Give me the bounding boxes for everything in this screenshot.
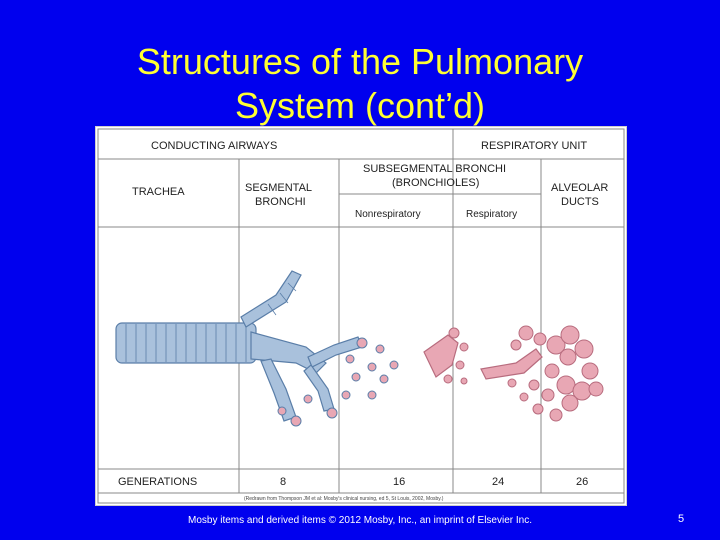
column-subsegmental-label-line-1: SUBSEGMENTAL BRONCHI	[363, 163, 506, 175]
figure-credit: (Redrawn from Thompson JM et al: Mosby's…	[244, 496, 444, 502]
trachea-rings	[125, 324, 247, 362]
generations-label: GENERATIONS	[118, 476, 197, 488]
upper-bronchus-shape	[240, 270, 302, 328]
generation-value-3: 24	[492, 476, 504, 488]
generation-value-1: 8	[280, 476, 286, 488]
header-respiratory-unit: RESPIRATORY UNIT	[481, 140, 587, 152]
table-grid	[97, 128, 625, 504]
respiratory-alveoli	[443, 327, 469, 385]
header-conducting-airways: CONDUCTING AIRWAYS	[151, 140, 277, 152]
slide-title: Structures of the Pulmonary System (cont…	[0, 40, 720, 128]
generation-value-2: 16	[393, 476, 405, 488]
slide-title-line-1: Structures of the Pulmonary	[136, 41, 584, 82]
generation-value-4: 26	[576, 476, 588, 488]
page-number: 5	[678, 513, 685, 525]
subcolumn-nonrespiratory-label: Nonrespiratory	[355, 209, 421, 220]
subcolumn-respiratory-label: Respiratory	[466, 209, 517, 220]
airway-diagram-figure: CONDUCTING AIRWAYS RESPIRATORY UNIT TRAC…	[95, 126, 627, 506]
airway-diagram: CONDUCTING AIRWAYS RESPIRATORY UNIT TRAC…	[97, 128, 625, 504]
column-alveolar-label-line-2: DUCTS	[561, 196, 599, 208]
column-alveolar-label-line-1: ALVEOLAR	[551, 182, 608, 194]
segmental-branch-right	[307, 336, 363, 368]
slide-title-line-2: System (cont’d)	[234, 85, 486, 126]
segmental-branch-lower-right	[303, 364, 335, 412]
respiratory-bronchiole-shape	[423, 334, 459, 378]
alveolar-sacs	[507, 325, 604, 422]
segmental-branch-down	[260, 358, 297, 422]
bronchiole-openings	[277, 337, 399, 427]
airway-illustration	[115, 270, 604, 427]
column-segmental-label-line-2: BRONCHI	[255, 196, 306, 208]
column-subsegmental-label-line-2: (BRONCHIOLES)	[392, 177, 479, 189]
column-trachea-label: TRACHEA	[132, 186, 185, 198]
slide-footer: Mosby items and derived items © 2012 Mos…	[188, 515, 532, 526]
segmental-bronchus-shape	[250, 331, 327, 374]
alveolar-duct-shape	[480, 348, 543, 380]
column-segmental-label-line-1: SEGMENTAL	[245, 182, 312, 194]
